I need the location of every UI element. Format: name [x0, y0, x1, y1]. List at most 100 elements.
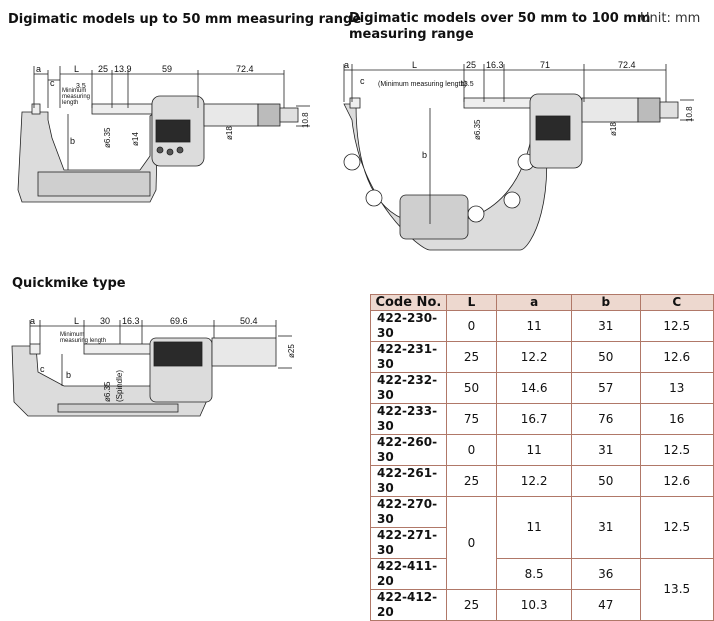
col-C: C [639, 294, 714, 311]
cell-a: 12.2 [496, 465, 573, 497]
cell-code: 422-271-30 [370, 527, 447, 559]
table-row: 422-411-20 8.5 36 13.5 [370, 558, 714, 621]
cell-b: 50 [571, 341, 641, 373]
cell-a: 10.3 [496, 589, 573, 621]
d1-min-len-l3: length [62, 100, 78, 106]
cell-L: 25 [445, 465, 498, 497]
col-L: L [445, 294, 498, 311]
cell-code: 422-232-30 [370, 372, 447, 404]
drawing-quickmike: a c L 30 16.3 69.6 50.4 Minimum measurin… [11, 316, 296, 417]
cell-code: 422-260-30 [370, 434, 447, 466]
d1-phi14: ø14 [131, 132, 140, 146]
d2-phi6-35: ø6.35 [473, 119, 482, 140]
d3-phi6-35: ø6.35 [103, 381, 112, 402]
cell-C-merged: 13.5 [639, 558, 714, 621]
cell-C-merged: 12.5 [639, 496, 714, 559]
d3-a-label: a [30, 316, 35, 326]
cell-code: 422-231-30 [370, 341, 447, 373]
table-row: 422-231-30 25 12.2 50 12.6 [370, 341, 714, 373]
d3-min-len-l1: Minimum [60, 332, 84, 338]
d1-10-8: 10.8 [301, 112, 310, 128]
cell-L: 50 [445, 372, 498, 404]
d1-72-4-label: 72.4 [236, 64, 254, 74]
cell-code: 422-412-20 [370, 589, 447, 621]
d1-phi6-35: ø6.35 [103, 127, 112, 148]
d1-phi18: ø18 [225, 126, 234, 140]
cell-code: 422-270-30 [370, 496, 447, 528]
cell-b: 36 [571, 558, 641, 590]
title-quickmike: Quickmike type [12, 276, 126, 291]
d1-min-len-l2: measuring [62, 94, 90, 100]
d1-13-9-label: 13.9 [114, 64, 132, 74]
d1-min-len-l1: Minimum [62, 88, 86, 94]
title-up-to-50mm: Digimatic models up to 50 mm measuring r… [8, 12, 362, 27]
table-row: 422-230-30 0 11 31 12.5 [370, 310, 714, 342]
cell-a: 14.6 [496, 372, 573, 404]
d1-c-label: c [50, 78, 55, 88]
cell-code: 422-261-30 [370, 465, 447, 497]
table-row: 422-232-30 50 14.6 57 13 [370, 372, 714, 404]
table-row: 422-261-30 25 12.2 50 12.6 [370, 465, 714, 497]
cell-a: 16.7 [496, 403, 573, 435]
d1-3-5-label: 3.5 [76, 83, 86, 90]
cell-C: 12.6 [639, 465, 714, 497]
cell-b: 57 [571, 372, 641, 404]
title-over-50mm-line2: measuring range [349, 27, 474, 42]
cell-C: 16 [639, 403, 714, 435]
d3-69-6-label: 69.6 [170, 316, 188, 326]
d2-10-8: 10.8 [685, 106, 694, 122]
cell-code: 422-233-30 [370, 403, 447, 435]
cell-b: 31 [571, 310, 641, 342]
drawing-digimatic-over-50mm: a c L 25 16.3 71 72.4 (Minimum measuring… [343, 60, 694, 251]
table-row: 422-270-30 0 11 31 12.5 [370, 496, 714, 590]
cell-code: 422-230-30 [370, 310, 447, 342]
d2-L-label: L [412, 60, 417, 70]
cell-L: 0 [445, 434, 498, 466]
cell-C: 12.6 [639, 341, 714, 373]
d2-b-label: b [422, 150, 427, 160]
d1-25-label: 25 [98, 64, 108, 74]
cell-a: 8.5 [496, 558, 573, 590]
cell-C: 13 [639, 372, 714, 404]
d3-b-label: b [66, 370, 71, 380]
d3-spindle: (Spindle) [115, 370, 124, 402]
d3-50-4-label: 50.4 [240, 316, 258, 326]
d3-16-3-label: 16.3 [122, 316, 140, 326]
cell-L-merged: 0 [445, 496, 498, 590]
table-header-row: Code No. L a b C [370, 294, 714, 311]
cell-b: 76 [571, 403, 641, 435]
d3-phi25: ø25 [287, 344, 296, 358]
cell-a-merged: 11 [496, 496, 573, 559]
title-over-50mm-line1: Digimatic models over 50 mm to 100 mm [349, 11, 651, 26]
d2-min-len: (Minimum measuring length) [378, 81, 467, 88]
cell-b: 50 [571, 465, 641, 497]
d3-L-label: L [74, 316, 79, 326]
specs-table: Code No. L a b C 422-230-30 0 11 31 12.5… [370, 294, 714, 621]
cell-a: 11 [496, 434, 573, 466]
unit-label: Unit: mm [640, 11, 701, 26]
cell-b: 31 [571, 434, 641, 466]
cell-b: 47 [571, 589, 641, 621]
cell-a: 11 [496, 310, 573, 342]
cell-L: 25 [445, 589, 498, 621]
d2-25-label: 25 [466, 60, 476, 70]
col-a: a [496, 294, 573, 311]
d2-13-5: 13.5 [460, 81, 474, 88]
col-b: b [571, 294, 641, 311]
d2-c-label: c [360, 76, 365, 86]
d3-min-len-l2: measuring length [60, 338, 106, 344]
d2-a-label: a [344, 60, 349, 70]
col-code-no: Code No. [370, 294, 447, 311]
d2-72-4-label: 72.4 [618, 60, 636, 70]
d2-71-label: 71 [540, 60, 550, 70]
d2-phi18: ø18 [609, 122, 618, 136]
cell-code: 422-411-20 [370, 558, 447, 590]
table-row: 422-260-30 0 11 31 12.5 [370, 434, 714, 466]
cell-C: 12.5 [639, 434, 714, 466]
cell-a: 12.2 [496, 341, 573, 373]
d3-c-label: c [40, 364, 45, 374]
d1-L-label: L [74, 64, 79, 74]
cell-L: 0 [445, 310, 498, 342]
d3-30-label: 30 [100, 316, 110, 326]
d1-59-label: 59 [162, 64, 172, 74]
